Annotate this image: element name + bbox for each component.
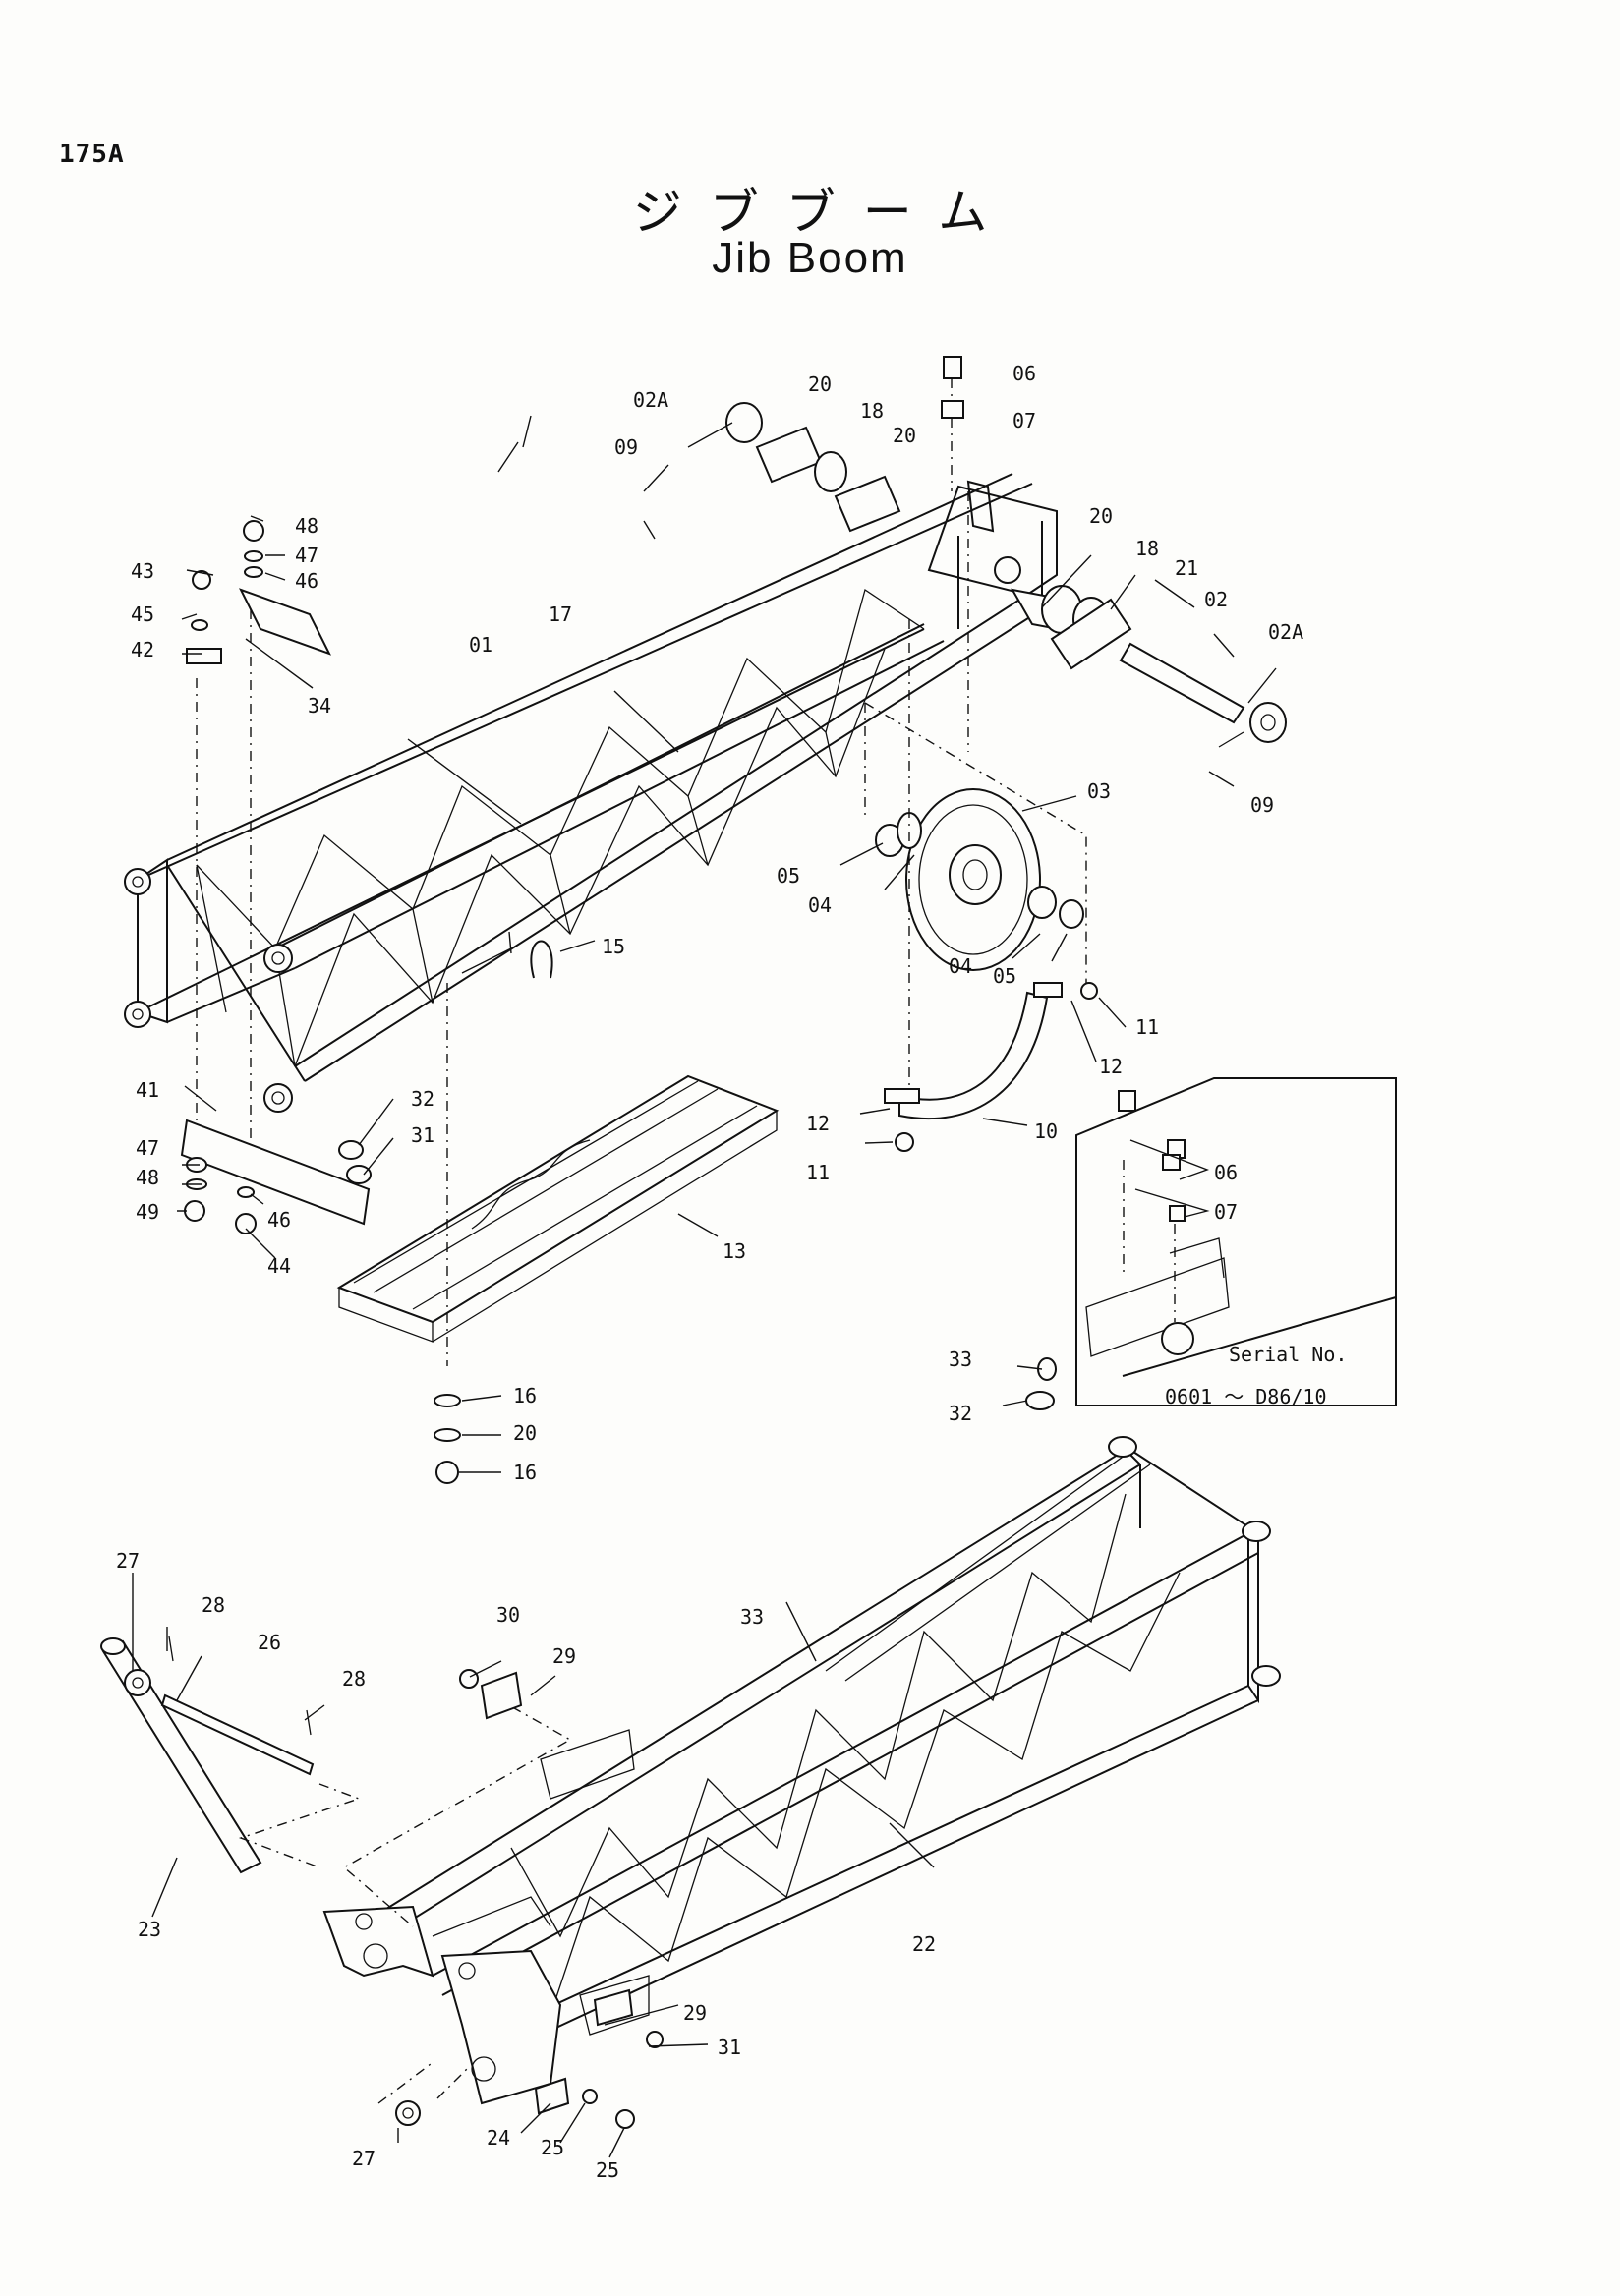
callout-42: 41 xyxy=(136,1078,159,1102)
bracket-10 xyxy=(884,619,1098,1152)
callout-26: 26 xyxy=(258,1631,281,1654)
callout-06: 06 xyxy=(1012,362,1036,385)
callout-05: 05 xyxy=(777,864,800,888)
callout-32: 31 xyxy=(411,1123,434,1147)
callout-09: 09 xyxy=(1250,793,1274,817)
callout-07: 07 xyxy=(1012,409,1036,432)
callout-29: 29 xyxy=(683,2001,707,2025)
callout-27: 27 xyxy=(352,2147,376,2170)
callout-20: 20 xyxy=(1089,504,1113,528)
page-number: 175A xyxy=(59,140,125,169)
callout-31: 31 xyxy=(718,2036,741,2059)
callout-49: 49 xyxy=(136,1200,159,1224)
callout-31: 30 xyxy=(496,1603,520,1627)
callout-18: 18 xyxy=(1135,537,1159,560)
callout-14: 15 xyxy=(602,935,625,958)
callout-25: 25 xyxy=(541,2136,564,2159)
callout-32: 32 xyxy=(949,1402,972,1425)
callout-46: 46 xyxy=(267,1208,291,1232)
callout-02: 02 xyxy=(1204,588,1228,611)
callout-28: 28 xyxy=(342,1667,366,1691)
upper-jib-boom xyxy=(124,473,1058,1113)
callout-10: 10 xyxy=(1034,1119,1058,1143)
title-english: Jib Boom xyxy=(712,234,908,282)
sheave-assembly xyxy=(864,702,1087,983)
callout-41: 34 xyxy=(308,694,331,718)
callout-18: 18 xyxy=(860,399,884,423)
callout-48: 48 xyxy=(136,1166,159,1189)
callout-11: 11 xyxy=(806,1161,830,1184)
walkway-13 xyxy=(336,983,780,1484)
callout-06: 06 xyxy=(1214,1161,1238,1184)
pin-and-washers xyxy=(687,356,1287,752)
callout-05: 05 xyxy=(993,964,1016,988)
callout-43: 42 xyxy=(131,638,154,661)
callout-28: 28 xyxy=(202,1593,225,1617)
callout-23: 24 xyxy=(487,2126,510,2150)
inset-serial-range: 0601 ～ D86/10 xyxy=(1165,1385,1327,1408)
callout-33: 32 xyxy=(411,1087,434,1111)
callout-33: 33 xyxy=(949,1348,972,1371)
callout-labels: 02A 09 20 18 20 06 07 20 18 21 02 02A 09… xyxy=(116,362,1347,2182)
callout-34: 33 xyxy=(740,1605,764,1629)
callout-27: 27 xyxy=(116,1549,140,1573)
callout-12: 12 xyxy=(1099,1055,1123,1078)
callout-17: 17 xyxy=(549,603,572,626)
callout-47: 46 xyxy=(295,569,318,593)
lower-jib-boom xyxy=(322,1436,1281,2105)
callout-02A: 02A xyxy=(633,388,668,412)
callout-47: 47 xyxy=(136,1136,159,1160)
callout-46: 45 xyxy=(131,603,154,626)
left-hardware xyxy=(180,520,553,1234)
callout-07: 07 xyxy=(1214,1200,1238,1224)
callout-04: 04 xyxy=(949,954,972,978)
callout-leaders xyxy=(132,415,1277,2158)
callout-20: 21 xyxy=(1175,556,1198,580)
callout-20: 20 xyxy=(893,424,916,447)
callout-22: 23 xyxy=(138,1918,161,1941)
callout-04: 04 xyxy=(808,893,832,917)
callout-45: 44 xyxy=(267,1254,291,1278)
callout-20: 20 xyxy=(808,373,832,396)
inset-serial-label: Serial No. xyxy=(1229,1343,1347,1366)
callout-13: 13 xyxy=(723,1239,746,1263)
callout-48: 47 xyxy=(295,544,318,567)
lower-hardware xyxy=(100,1357,1057,2129)
callout-19: 20 xyxy=(513,1421,537,1445)
callout-24: 25 xyxy=(596,2158,619,2182)
callout-11: 11 xyxy=(1135,1015,1159,1039)
callout-49: 48 xyxy=(295,514,318,538)
callout-02A: 02A xyxy=(1268,620,1303,644)
callout-09: 09 xyxy=(614,435,638,459)
callout-12: 12 xyxy=(806,1112,830,1135)
title-japanese: ジブブーム xyxy=(632,184,1015,241)
callout-16: 16 xyxy=(513,1461,537,1484)
callout-01: 01 xyxy=(469,633,492,657)
callout-15: 16 xyxy=(513,1384,537,1407)
callout-44: 43 xyxy=(131,559,154,583)
serial-inset xyxy=(1075,1077,1397,1406)
callout-30: 29 xyxy=(552,1644,576,1668)
callout-03: 03 xyxy=(1087,779,1111,803)
callout-21: 22 xyxy=(912,1932,936,1956)
